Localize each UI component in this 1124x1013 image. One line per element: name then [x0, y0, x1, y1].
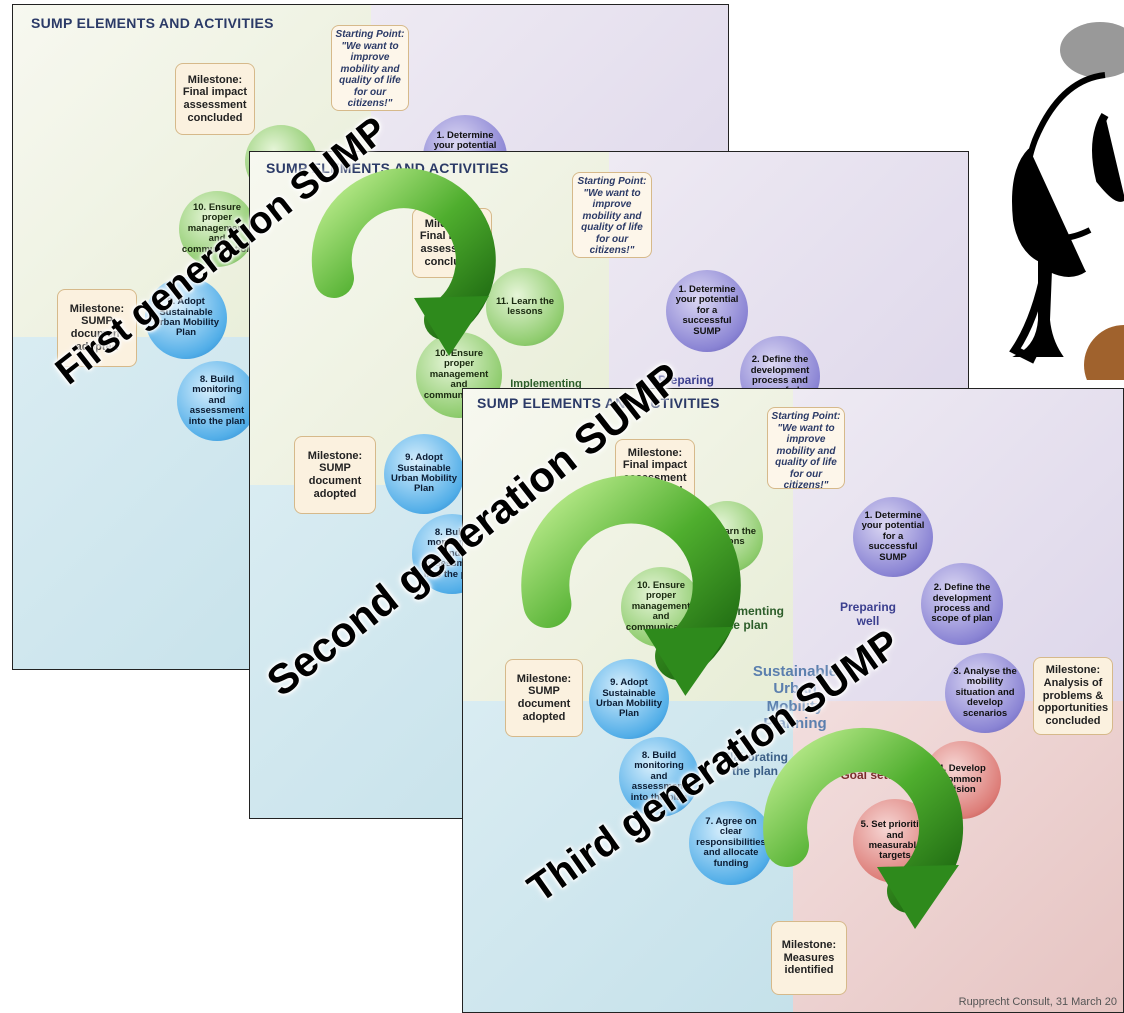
figure-leg — [1009, 269, 1049, 364]
stick-figure-illustration — [1009, 22, 1124, 380]
step-11-circle: 11. Learn the lessons — [486, 268, 564, 346]
phase-preparing: Preparing well — [839, 600, 896, 628]
slide-title: SUMP ELEMENTS AND ACTIVITIES — [31, 15, 274, 31]
step-3-circle: 3. Analyse the mobility situation and de… — [945, 653, 1025, 733]
milestone-measures: Milestone: Measures identified — [771, 921, 847, 995]
milestone-final-impact: Milestone: Final impact assessment concl… — [175, 63, 255, 135]
slide-third-generation: SUMP ELEMENTS AND ACTIVITIES Starting Po… — [462, 388, 1124, 1013]
figure-body — [1012, 148, 1087, 357]
starting-point-box: Starting Point: "We want to improve mobi… — [572, 172, 652, 258]
step-9-circle: 9. Adopt Sustainable Urban Mobility Plan — [589, 659, 669, 739]
step-4-circle: 4. Develop common vision — [923, 741, 1001, 819]
credit-text: Rupprecht Consult, 31 March 20 — [958, 996, 1117, 1008]
starting-point-box: Starting Point: "We want to improve mobi… — [767, 407, 845, 491]
refresh-arrow-icon — [763, 727, 964, 929]
phase-elaborating: Elaborating the plan — [721, 750, 788, 778]
step-1-circle: 1. Determine your potential for a succes… — [666, 270, 748, 352]
refresh-arrow-icon — [521, 475, 741, 696]
milestone-document-adopted: Milestone: SUMP document adopted — [294, 436, 376, 514]
step-1-circle: 1. Determine your potential for a succes… — [853, 497, 933, 577]
slide-title: SUMP ELEMENTS AND ACTIVITIES — [266, 160, 509, 176]
smoke-cloud — [1060, 22, 1124, 78]
step-10-circle: 10. Ensure proper management and communi… — [179, 191, 255, 267]
milestone-analysis: Milestone: Analysis of problems & opport… — [1033, 657, 1113, 735]
pot-icon — [1084, 325, 1124, 380]
step-2-circle: 2. Define the development process and sc… — [921, 563, 1003, 645]
step-9-circle: 9. Adopt Sustainable Urban Mobility Plan — [384, 434, 464, 514]
step-7-circle: 7. Agree on clear responsibilities and a… — [689, 801, 773, 885]
phase-center: Sustainable Urban Mobility Planning — [752, 663, 838, 732]
figure-arm — [1092, 112, 1124, 202]
refresh-arrow-icon — [311, 168, 496, 356]
milestone-document-adopted: Milestone: SUMP document adopted — [57, 289, 137, 367]
step-8-circle: 8. Build monitoring and assessment into … — [619, 737, 699, 817]
slide-title: SUMP ELEMENTS AND ACTIVITIES — [477, 395, 720, 411]
starting-point-box: Starting Point: "We want to improve mobi… — [331, 25, 409, 111]
step-8-circle: 8. Build monitoring and assessment into … — [177, 361, 257, 441]
milestone-document-adopted: Milestone: SUMP document adopted — [505, 659, 583, 737]
step-9-circle: 9. Adopt Sustainable Urban Mobility Plan — [145, 277, 227, 359]
